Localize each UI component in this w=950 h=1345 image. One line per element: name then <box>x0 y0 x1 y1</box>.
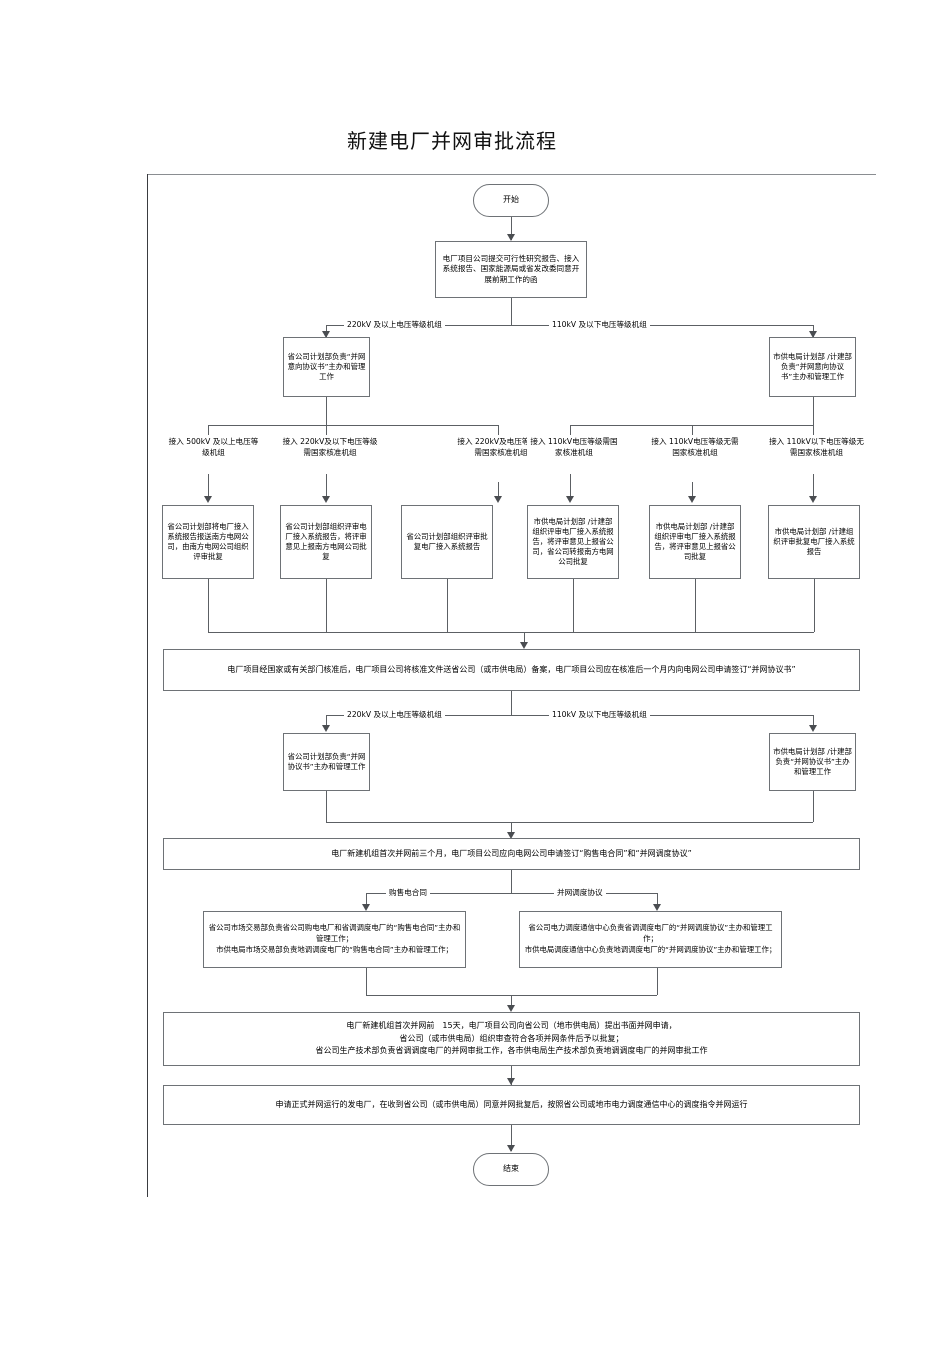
arrowhead-fifteen-days <box>507 1005 515 1012</box>
arrowhead-110-nostate <box>688 496 696 503</box>
frame-left-rule <box>147 174 148 1197</box>
node-fifteen-days[interactable]: 电厂新建机组首次并网前 15天，电厂项目公司向省公司（地市供电局）提出书面并网申… <box>163 1012 860 1066</box>
edge-label-in-220-nostate: 接入 220kV及电压等级无需国家核准机组 <box>453 437 549 459</box>
arrowhead-below110 <box>809 496 817 503</box>
merge-bus-2-center-drop <box>511 822 512 836</box>
arrowhead-end <box>507 1145 515 1152</box>
merge-drop-below110 <box>814 579 815 632</box>
arrowhead-city-intent <box>809 331 817 338</box>
merge-drop-city-agreement <box>813 791 814 822</box>
split-left-drop-3 <box>366 893 367 909</box>
arrowhead-220-nostate <box>494 496 502 503</box>
arrowhead-three-months <box>507 832 515 839</box>
connector-submit-down <box>511 298 512 325</box>
arrowhead-power-contract <box>362 904 370 911</box>
connector-formal-to-end <box>511 1125 512 1151</box>
leg-110-nostate <box>692 425 693 435</box>
edge-label-in-500kv: 接入 500kV 及以上电压等级机组 <box>163 437 264 459</box>
edge-label-in-220-state: 接入 220kV及以下电压等级需国家核准机组 <box>277 437 383 459</box>
page-title: 新建电厂并网审批流程 <box>347 129 557 153</box>
split-right-drop-2 <box>813 715 814 729</box>
node-branch-110-state[interactable]: 市供电局计划部 /计建部组织评审电厂接入系统报告，将评审意见上报省公司，省公司转… <box>527 505 619 579</box>
arrowhead-110-state <box>566 496 574 503</box>
node-branch-below110[interactable]: 市供电局计划部 /计建组织评审批复电厂接入系统报告 <box>768 505 860 579</box>
node-filing[interactable]: 电厂项目经国家或有关部门核准后，电厂项目公司将核准文件送省公司（或市供电局）备案… <box>163 649 860 691</box>
node-submit-docs[interactable]: 电厂项目公司提交可行性研究报告、接入系统报告、国家能源局或省发改委同意开展前期工… <box>435 241 587 298</box>
leg-500kv-lower <box>208 474 209 498</box>
edge-label-220kv-up: 220kV 及以上电压等级机组 <box>344 319 445 330</box>
connector-filing-down <box>511 691 512 715</box>
merge-bus-3-center-drop <box>511 995 512 1009</box>
leg-500kv <box>208 425 209 435</box>
edge-label-220kv-up-2: 220kV 及以上电压等级机组 <box>344 709 445 720</box>
connector-city-intent-down <box>813 397 814 425</box>
connector-fifteen-days-down <box>511 1066 512 1085</box>
frame-top-rule <box>147 174 876 175</box>
leg-220-nostate <box>498 425 499 435</box>
node-prov-grid-agreement[interactable]: 省公司计划部负责“并网协议书”主办和管理工作 <box>283 733 370 791</box>
split-left-drop-2 <box>326 715 327 729</box>
arrowhead-prov-intent <box>322 331 330 338</box>
merge-bus-2 <box>326 822 813 823</box>
node-branch-500kv[interactable]: 省公司计划部将电厂接入系统报告报送南方电网公司，由南方电网公司组织评审批复 <box>162 505 254 579</box>
merge-drop-500kv <box>208 579 209 632</box>
leg-below110 <box>813 425 814 435</box>
arrowhead-dispatch-agreement <box>653 904 661 911</box>
connector-start-to-submit <box>511 217 512 240</box>
merge-drop-220-state <box>326 579 327 632</box>
split-bus-3 <box>366 893 657 894</box>
merge-drop-dispatch-agreement <box>657 968 658 995</box>
split-bus-right-3way <box>570 425 813 426</box>
arrowhead-prov-agreement <box>322 725 330 732</box>
merge-drop-power-contract <box>366 968 367 995</box>
merge-bus-1 <box>208 632 814 633</box>
edge-label-in-110-state: 接入 110kV电压等级需国家核准机组 <box>527 437 621 459</box>
node-three-months[interactable]: 电厂新建机组首次并网前三个月，电厂项目公司应向电网公司申请签订“购售电合同”和“… <box>163 838 860 870</box>
arrowhead-filing <box>520 642 528 649</box>
arrowhead-500kv <box>204 496 212 503</box>
edge-label-in-110-nostate: 接入 110kV电压等级无需国家核准机组 <box>648 437 742 459</box>
merge-bus-1-center-drop <box>524 632 525 646</box>
leg-110-nostate-lower <box>692 482 693 498</box>
node-branch-220-state[interactable]: 省公司计划部组织评审电厂接入系统报告，将评审意见上报南方电网公司批复 <box>280 505 372 579</box>
leg-110-state-lower <box>570 474 571 498</box>
leg-below110-lower <box>813 474 814 498</box>
merge-drop-220-nostate <box>447 579 448 632</box>
node-start[interactable]: 开始 <box>473 184 549 217</box>
node-branch-110-nostate[interactable]: 市供电局计划部 /计建部组织评审电厂接入系统报告，将评审意见上报省公司批复 <box>649 505 741 579</box>
node-power-purchase-contract[interactable]: 省公司市场交易部负责省公司购电电厂和省调调度电厂的“购售电合同”主办和管理工作；… <box>203 911 466 968</box>
node-city-grid-agreement[interactable]: 市供电局计划部 /计建部负责“并网协议书”主办和管理工作 <box>769 733 856 791</box>
leg-220-state-lower <box>326 474 327 498</box>
leg-220-nostate-lower <box>498 482 499 498</box>
arrowhead-220-state <box>322 496 330 503</box>
node-city-intent-agreement[interactable]: 市供电局计划部 /计建部负责“并网意向协议书”主办和管理工作 <box>769 337 856 397</box>
edge-label-110kv-down: 110kV 及以下电压等级机组 <box>549 319 650 330</box>
merge-drop-prov-agreement <box>326 791 327 822</box>
edge-label-purchase-contract: 购售电合同 <box>386 887 430 898</box>
arrowhead-city-agreement <box>809 725 817 732</box>
connector-three-months-down <box>511 870 512 893</box>
arrowhead-submit <box>507 234 515 241</box>
node-end[interactable]: 结束 <box>473 1153 549 1186</box>
leg-220-state <box>326 425 327 435</box>
edge-label-dispatch-agreement: 并网调度协议 <box>554 887 606 898</box>
split-bus-left-3way <box>208 425 498 426</box>
edge-label-110kv-down-2: 110kV 及以下电压等级机组 <box>549 709 650 720</box>
connector-prov-intent-down <box>326 397 327 425</box>
edge-label-in-below110: 接入 110kV以下电压等级无需国家核准机组 <box>766 437 867 459</box>
node-formal-operation[interactable]: 申请正式并网运行的发电厂，在收到省公司（或市供电局）同意并网批复后，按照省公司或… <box>163 1085 860 1125</box>
node-branch-220-nostate[interactable]: 省公司计划部组织评审批复电厂接入系统报告 <box>401 505 493 579</box>
split-right-drop-3 <box>657 893 658 909</box>
node-prov-intent-agreement[interactable]: 省公司计划部负责“并网意向协议书”主办和管理工作 <box>283 337 370 397</box>
merge-drop-110-state <box>573 579 574 632</box>
arrowhead-formal-operation <box>507 1078 515 1085</box>
leg-110-state <box>570 425 571 435</box>
node-grid-dispatch-agreement[interactable]: 省公司电力调度通信中心负责省调调度电厂的“并网调度协议”主办和管理工作； 市供电… <box>519 911 782 968</box>
merge-drop-110-nostate <box>695 579 696 632</box>
